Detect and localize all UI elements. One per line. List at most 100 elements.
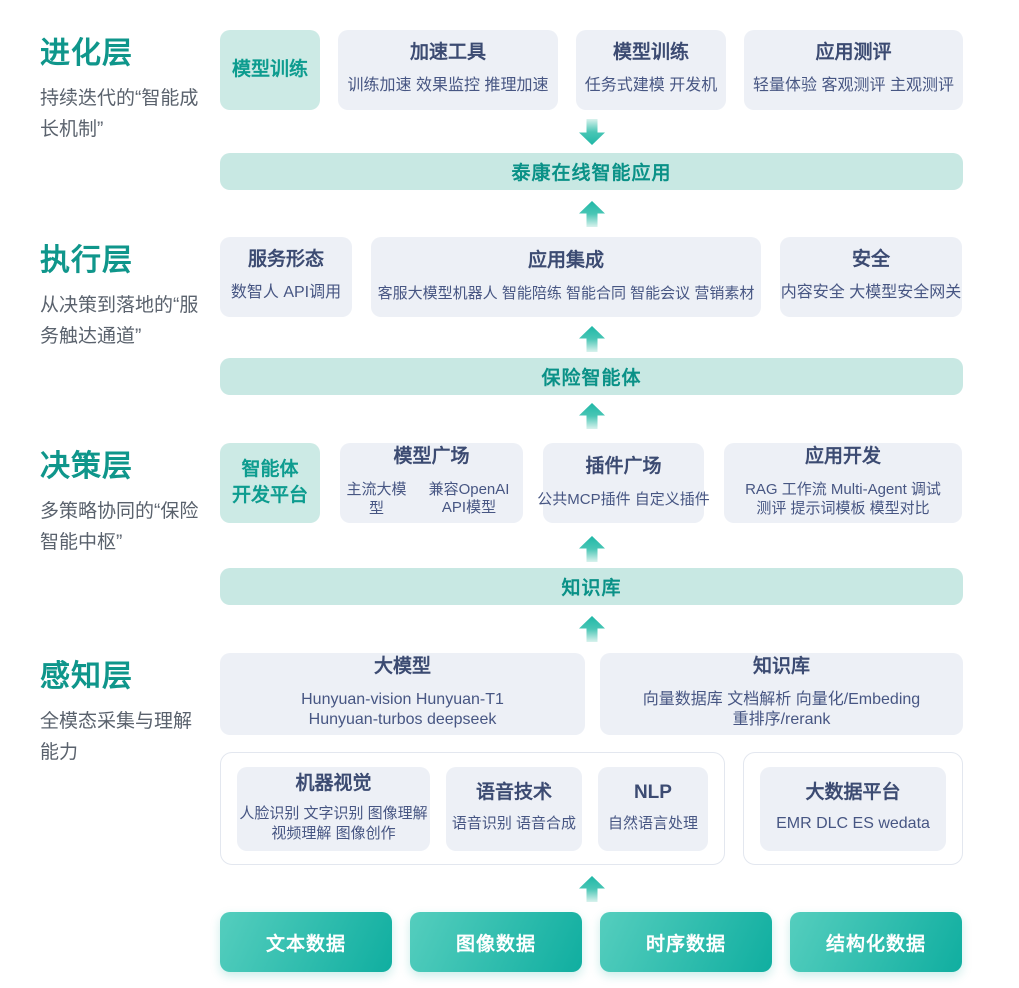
box-items-line2: 重排序/rerank <box>732 711 831 729</box>
box-title: 应用开发 <box>804 446 881 468</box>
layer-subtitle: 持续迭代的“智能成长机制” <box>40 88 199 140</box>
box-title: 服务形态 <box>247 249 324 271</box>
box-items: 客服大模型机器人 智能陪练 智能合同 智能会议 营销素材 <box>377 284 755 302</box>
evolution-box-row: 模型训练 加速工具 训练加速 效果监控 推理加速 模型训练 任务式建模 开发机 … <box>220 30 1019 110</box>
layer-subtitle: 全模态采集与理解能力 <box>40 711 193 763</box>
arrow-up-icon <box>578 403 605 429</box>
box-title: 应用测评 <box>815 42 892 64</box>
decision-box-row: 智能体 开发平台 模型广场 主流大模型 兼容OpenAI API模型 插件广场 … <box>220 443 1019 523</box>
box-items: 内容安全 大模型安全网关 <box>780 284 962 302</box>
box-big-data-platform: 大数据平台 EMR DLC ES wedata <box>760 766 946 851</box>
box-items-line2: Hunyuan-turbos deepseek <box>308 711 497 729</box>
box-title: 语音技术 <box>475 782 552 804</box>
box-items-line2: 视频理解 图像创作 <box>271 824 396 842</box>
layer-title: 感知层 <box>40 660 133 693</box>
box-knowledge-base: 知识库 向量数据库 文档解析 向量化/Embeding 重排序/rerank <box>600 653 963 735</box>
layer-execution: 执行层 从决策到落地的“服务触达通道” 服务形态 数智人 API调用 应用集成 … <box>0 237 1019 347</box>
box-title: 大模型 <box>373 655 431 677</box>
box-title-line1: 智能体 <box>241 459 299 481</box>
box-items-line1: Hunyuan-vision Hunyuan-T1 <box>301 690 504 708</box>
group-big-data: 大数据平台 EMR DLC ES wedata <box>743 752 963 865</box>
box-items: RAG 工作流 Multi-Agent 调试 测评 提示词模板 模型对比 <box>745 480 941 519</box>
box-app-evaluation: 应用测评 轻量体验 客观测评 主观测评 <box>744 30 963 110</box>
box-items: 轻量体验 客观测评 主观测评 <box>753 77 954 95</box>
layer-evolution-label: 进化层 持续迭代的“智能成长机制” <box>40 28 204 146</box>
layer-decision: 决策层 多策略协同的“保险智能中枢” 智能体 开发平台 模型广场 主流大模型 兼… <box>0 443 1019 553</box>
layer-title: 进化层 <box>40 37 133 70</box>
box-title: 应用集成 <box>527 249 604 271</box>
box-items-line1: RAG 工作流 Multi-Agent 调试 <box>745 480 941 498</box>
box-acceleration-tools: 加速工具 训练加速 效果监控 推理加速 <box>338 30 558 110</box>
box-plugin-plaza: 插件广场 公共MCP插件 自定义插件 <box>537 443 710 523</box>
execution-box-row: 服务形态 数智人 API调用 应用集成 客服大模型机器人 智能陪练 智能合同 智… <box>220 237 1019 317</box>
box-title: NLP <box>633 782 672 804</box>
box-items: 主流大模型 兼容OpenAI API模型 <box>344 480 519 519</box>
box-title-line2: 开发平台 <box>231 485 308 506</box>
box-items: 公共MCP插件 自定义插件 <box>537 490 710 508</box>
flow-arrow <box>220 325 963 353</box>
layer-subtitle: 多策略协同的“保险智能中枢” <box>40 501 199 553</box>
arrow-down-icon <box>578 119 605 145</box>
box-security: 安全 内容安全 大模型安全网关 <box>780 237 962 317</box>
box-model-plaza: 模型广场 主流大模型 兼容OpenAI API模型 <box>340 443 523 523</box>
layer-evolution: 进化层 持续迭代的“智能成长机制” 模型训练 加速工具 训练加速 效果监控 推理… <box>0 30 1019 140</box>
box-speech-technology: 语音技术 语音识别 语音合成 <box>446 766 582 851</box>
box-title: 知识库 <box>752 655 810 677</box>
box-app-integration: 应用集成 客服大模型机器人 智能陪练 智能合同 智能会议 营销素材 <box>371 237 761 317</box>
item-mainstream-models: 主流大模型 <box>346 480 407 518</box>
box-items-line2: 测评 提示词模板 模型对比 <box>756 500 930 518</box>
arrow-up-icon <box>578 876 605 902</box>
flow-arrow <box>220 200 963 228</box>
box-title: 机器视觉 <box>295 772 372 794</box>
box-app-development: 应用开发 RAG 工作流 Multi-Agent 调试 测评 提示词模板 模型对… <box>724 443 962 523</box>
layer-perception-label: 感知层 全模态采集与理解能力 <box>40 651 204 769</box>
data-source-structured: 结构化数据 <box>790 912 962 972</box>
data-source-image: 图像数据 <box>410 912 582 972</box>
layer-subtitle: 从决策到落地的“服务触达通道” <box>40 295 199 347</box>
layer-title: 执行层 <box>40 244 133 277</box>
layer-execution-label: 执行层 从决策到落地的“服务触达通道” <box>40 235 204 353</box>
box-items: Hunyuan-vision Hunyuan-T1 Hunyuan-turbos… <box>301 690 504 732</box>
box-title: 模型广场 <box>393 446 470 468</box>
box-items: 向量数据库 文档解析 向量化/Embeding 重排序/rerank <box>643 690 920 732</box>
box-nlp: NLP 自然语言处理 <box>597 766 708 851</box>
arrow-up-icon <box>578 536 605 562</box>
box-model-training: 模型训练 任务式建模 开发机 <box>576 30 726 110</box>
layer-perception: 感知层 全模态采集与理解能力 大模型 Hunyuan-vision Hunyua… <box>0 653 1019 763</box>
box-service-forms: 服务形态 数智人 API调用 <box>220 237 352 317</box>
box-title: 智能体 开发平台 <box>232 457 308 508</box>
flow-arrow <box>220 402 963 430</box>
box-agent-platform-highlight: 智能体 开发平台 <box>220 443 320 523</box>
arrow-up-icon <box>578 201 605 227</box>
perception-subgroup-row: 机器视觉 人脸识别 文字识别 图像理解 视频理解 图像创作 语音技术 语音识别 … <box>220 752 1019 865</box>
arrow-up-icon <box>578 616 605 642</box>
box-items: EMR DLC ES wedata <box>776 814 930 832</box>
box-machine-vision: 机器视觉 人脸识别 文字识别 图像理解 视频理解 图像创作 <box>237 766 430 851</box>
banner-taikang-app: 泰康在线智能应用 <box>220 153 963 190</box>
flow-arrow <box>220 118 963 146</box>
box-items: 人脸识别 文字识别 图像理解 视频理解 图像创作 <box>239 804 427 843</box>
box-title: 插件广场 <box>585 455 662 477</box>
data-source-timeseries: 时序数据 <box>600 912 772 972</box>
flow-arrow <box>220 535 963 563</box>
box-items-line1: 向量数据库 文档解析 向量化/Embeding <box>642 690 921 708</box>
box-title: 模型训练 <box>231 59 308 81</box>
box-items: 语音识别 语音合成 <box>451 815 577 833</box>
banner-knowledge-base: 知识库 <box>220 568 963 605</box>
box-title: 安全 <box>851 249 890 271</box>
box-title: 大数据平台 <box>805 781 901 803</box>
perception-subgroups: 机器视觉 人脸识别 文字识别 图像理解 视频理解 图像创作 语音技术 语音识别 … <box>0 752 1019 865</box>
box-title: 模型训练 <box>612 42 689 64</box>
banner-insurance-agent: 保险智能体 <box>220 358 963 395</box>
data-source-row: 文本数据 图像数据 时序数据 结构化数据 <box>220 912 963 972</box>
box-items-line1: 人脸识别 文字识别 图像理解 <box>239 805 428 823</box>
item-openai-compatible: 兼容OpenAI API模型 <box>428 480 510 517</box>
box-items: 训练加速 效果监控 推理加速 <box>347 77 549 95</box>
group-ai-capabilities: 机器视觉 人脸识别 文字识别 图像理解 视频理解 图像创作 语音技术 语音识别 … <box>220 752 725 865</box>
box-large-models: 大模型 Hunyuan-vision Hunyuan-T1 Hunyuan-tu… <box>220 653 585 735</box>
arrow-up-icon <box>578 326 605 352</box>
box-items: 数智人 API调用 <box>230 284 342 302</box>
layer-title: 决策层 <box>40 450 133 483</box>
flow-arrow <box>220 875 963 903</box>
